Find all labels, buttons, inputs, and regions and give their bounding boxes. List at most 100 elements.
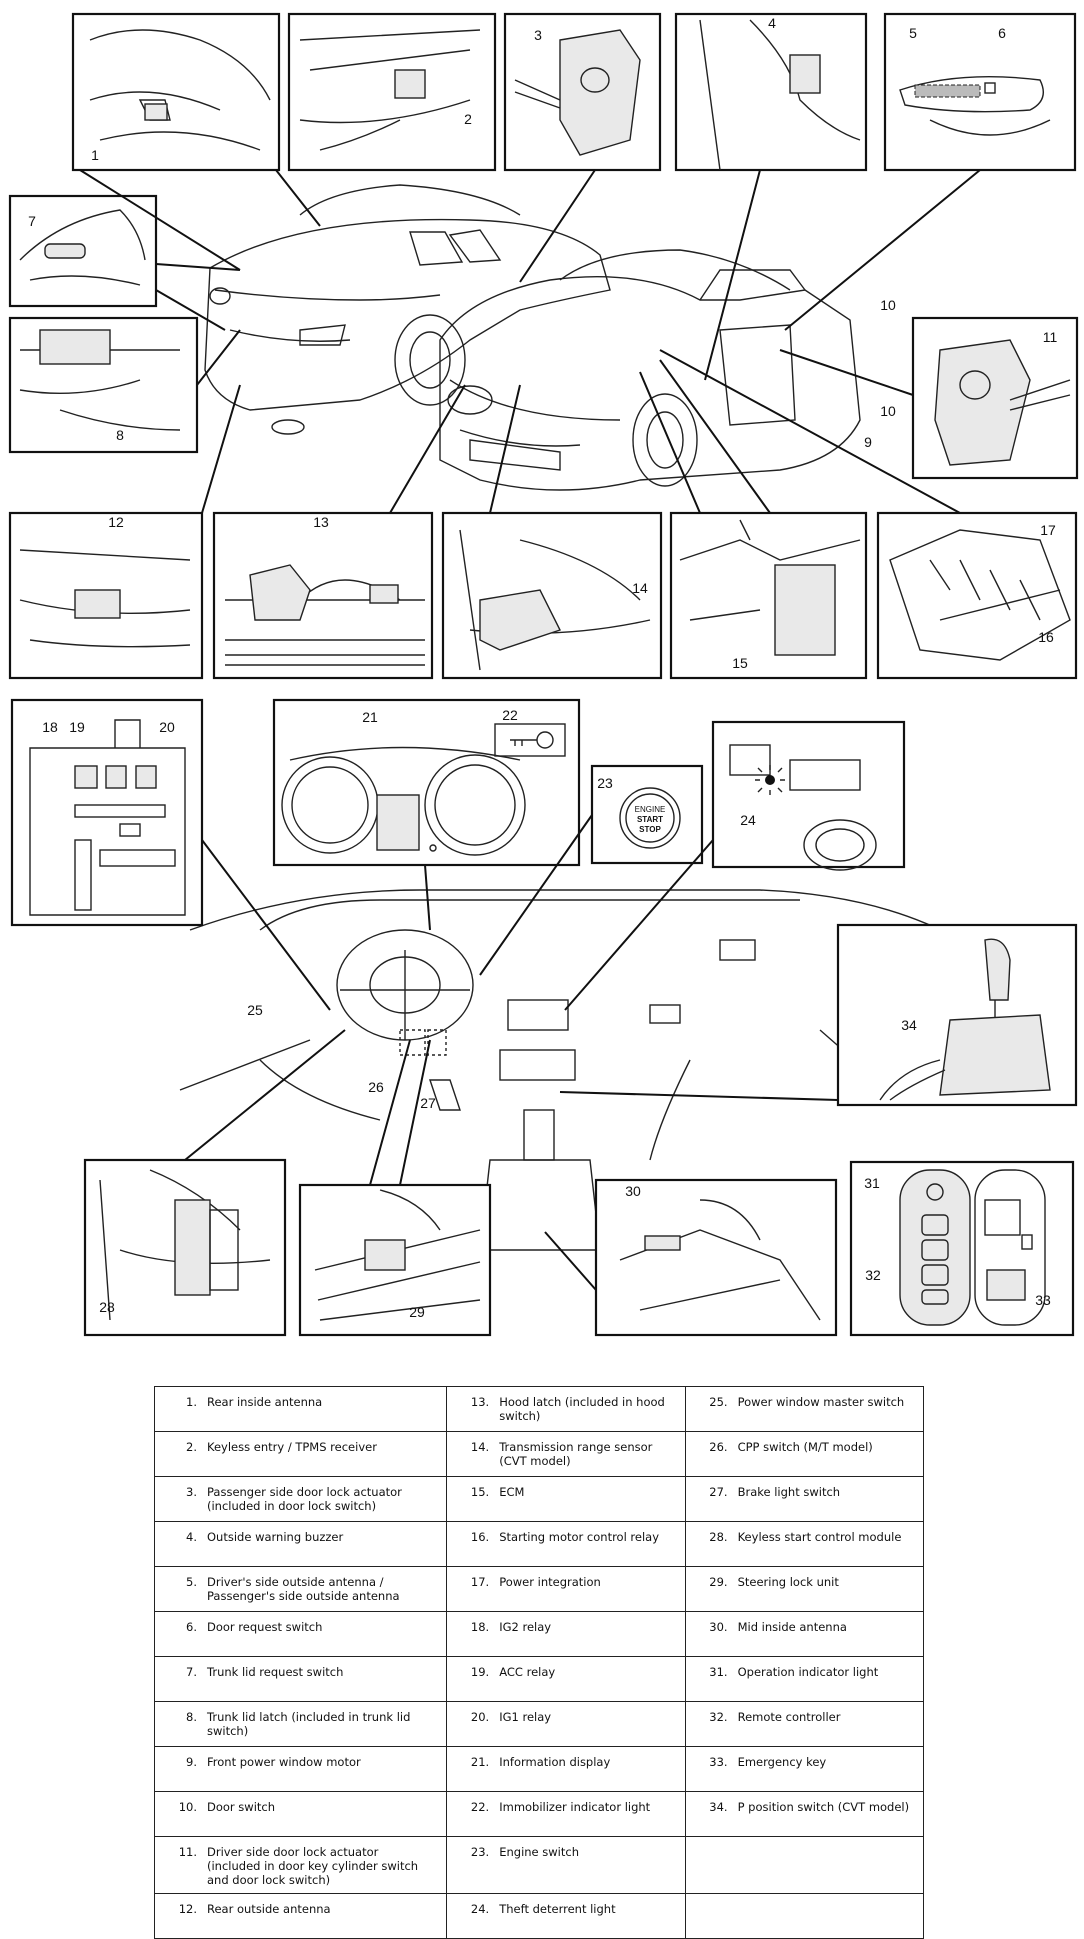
inset-box-13	[212, 511, 434, 680]
callout-11: 11	[1043, 329, 1058, 345]
legend-cell: 11.Driver side door lock actuator (inclu…	[153, 1836, 448, 1894]
legend-cell: 5. Driver's side outside antenna / Passen…	[153, 1566, 448, 1612]
callout-24: 24	[740, 812, 756, 828]
legend-item-text: Hood latch (included in hood switch)	[499, 1395, 665, 1423]
callout-27: 27	[420, 1095, 436, 1111]
legend-row: 8.Trunk lid latch (included in trunk lid…	[153, 1701, 925, 1747]
callout-17: 17	[1040, 522, 1056, 538]
legend-item-text: P position switch (CVT model)	[737, 1800, 910, 1814]
legend-item-number: 34.	[709, 1800, 728, 1814]
callout-14: 14	[632, 580, 648, 596]
legend-item-text: Mid inside antenna	[737, 1620, 847, 1634]
inset-box-24	[711, 720, 906, 869]
legend-item-number: 10.	[178, 1800, 197, 1814]
callout-25: 25	[247, 1002, 263, 1018]
legend-item-number: 4.	[186, 1530, 197, 1544]
callout-33: 33	[1035, 1292, 1051, 1308]
legend-item-text: Passenger side door lock actuator (inclu…	[207, 1485, 402, 1513]
legend-cell: 29.Steering lock unit	[684, 1566, 925, 1612]
legend-item-text: Information display	[499, 1755, 611, 1769]
legend-item-text: Steering lock unit	[737, 1575, 839, 1589]
legend-cell: 16. Starting motor control relay	[446, 1521, 686, 1567]
legend-item-number: 31.	[709, 1665, 728, 1679]
legend-item-number: 15.	[470, 1485, 490, 1499]
legend-item-text: Brake light switch	[737, 1485, 841, 1499]
legend-cell: 21. Information display	[446, 1746, 686, 1792]
callout-22: 22	[502, 707, 518, 723]
inset-box-30	[594, 1178, 838, 1337]
legend-item-number: 6.	[186, 1620, 197, 1634]
callout-8: 8	[116, 427, 124, 443]
legend-cell: 20. IG1 relay	[446, 1701, 686, 1747]
legend-item-number: 27.	[709, 1485, 728, 1499]
callout-10: 10	[880, 403, 896, 419]
callout-21: 21	[362, 709, 378, 725]
legend-item-number: 17.	[470, 1575, 490, 1589]
callout-15: 15	[732, 655, 748, 671]
callout-28: 28	[99, 1299, 115, 1315]
front-sedan-illustration	[439, 249, 861, 491]
callout-32: 32	[865, 1267, 881, 1283]
legend-item-text: Door request switch	[207, 1620, 323, 1634]
legend-item-text: Trunk lid request switch	[207, 1665, 344, 1679]
callout-5: 5	[909, 25, 917, 41]
legend-item-text: IG1 relay	[499, 1710, 552, 1724]
legend-cell: 28.Keyless start control module	[684, 1521, 925, 1567]
legend-cell: 24. Theft deterrent light	[446, 1893, 686, 1939]
callout-34: 34	[901, 1017, 917, 1033]
legend-item-number: 30.	[709, 1620, 728, 1634]
legend-cell: 17. Power integration	[446, 1566, 686, 1612]
legend-item-text: Rear outside antenna	[207, 1902, 331, 1916]
callout-10: 10	[880, 297, 896, 313]
inset-box-23	[590, 764, 704, 865]
legend-item-number: 9.	[186, 1755, 197, 1769]
legend-item-number: 24.	[470, 1902, 490, 1916]
legend-item-text: Front power window motor	[207, 1755, 361, 1769]
legend-item-text: Power integration	[499, 1575, 601, 1589]
legend-item-number: 16.	[470, 1530, 490, 1544]
callout-7: 7	[28, 213, 36, 229]
legend-row: 3. Passenger side door lock actuator (inc…	[153, 1476, 925, 1522]
callout-23: 23	[597, 775, 613, 791]
legend-cell: 13.Hood latch (included in hood switch)	[446, 1386, 686, 1432]
legend-item-text: Theft deterrent light	[499, 1902, 616, 1916]
callout-30: 30	[625, 1183, 641, 1199]
legend-cell: 33.Emergency key	[684, 1746, 925, 1792]
legend-cell: 26. CPP switch (M/T model)	[684, 1431, 925, 1477]
legend-item-text: Immobilizer indicator light	[499, 1800, 651, 1814]
legend-item-text: Starting motor control relay	[499, 1530, 660, 1544]
inset-box-18-20	[10, 698, 204, 927]
legend-item-text: ACC relay	[499, 1665, 556, 1679]
legend-item-number: 2.	[186, 1440, 197, 1454]
callout-18: 18	[42, 719, 58, 735]
legend-item-number: 5.	[186, 1575, 197, 1589]
legend-item-text: Driver's side outside antenna / Passenge…	[207, 1575, 400, 1603]
inset-box-1	[71, 12, 281, 172]
callout-3: 3	[534, 27, 542, 43]
legend-cell	[684, 1836, 925, 1894]
legend-item-number: 26.	[709, 1440, 728, 1454]
legend-item-number: 20.	[470, 1710, 490, 1724]
legend-cell: 9. Front power window motor	[153, 1746, 448, 1792]
engine-button-line2: START	[637, 815, 663, 824]
legend-row: 11.Driver side door lock actuator (inclu…	[153, 1836, 925, 1894]
legend-item-number: 21.	[470, 1755, 490, 1769]
legend-item-number: 3.	[186, 1485, 197, 1499]
legend-cell: 32.Remote controller	[684, 1701, 925, 1747]
legend-item-text: CPP switch (M/T model)	[737, 1440, 873, 1454]
legend-item-number: 19.	[470, 1665, 490, 1679]
legend-cell: 3. Passenger side door lock actuator (inc…	[153, 1476, 448, 1522]
inset-box-2	[287, 12, 497, 172]
legend-item-number: 1.	[186, 1395, 197, 1409]
legend-cell: 14.Transmission range sensor (CVT model)	[446, 1431, 686, 1477]
legend-cell: 25.Power window master switch	[684, 1386, 925, 1432]
legend-cell: 23.Engine switch	[446, 1836, 686, 1894]
legend-cell: 22.Immobilizer indicator light	[446, 1791, 686, 1837]
callout-31: 31	[864, 1175, 880, 1191]
legend-item-text: IG2 relay	[499, 1620, 552, 1634]
